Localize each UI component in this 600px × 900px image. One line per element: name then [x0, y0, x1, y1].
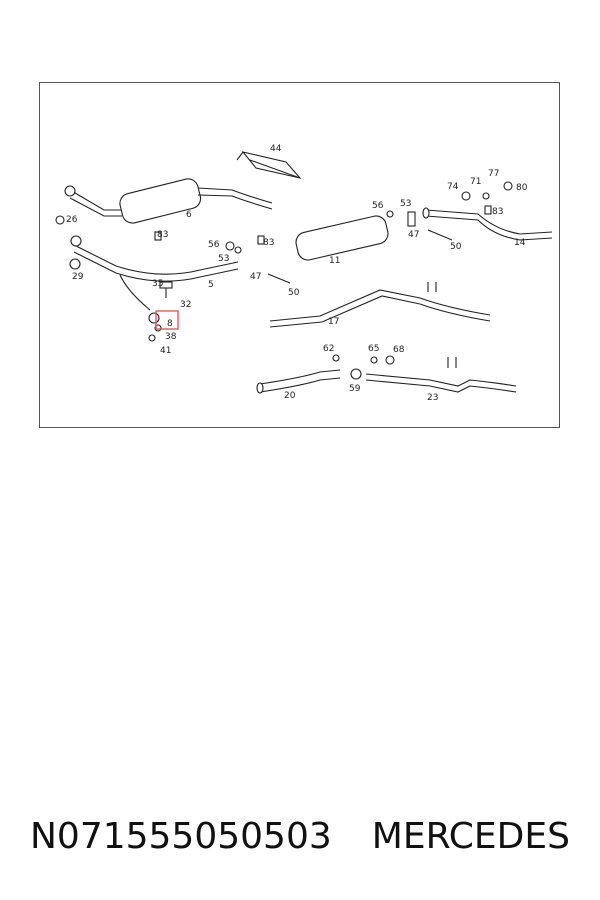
part-tail-pipe — [422, 207, 553, 241]
callout-label: 20 — [284, 391, 296, 401]
callout-label: 53 — [218, 254, 229, 264]
callout-label: 56 — [372, 201, 384, 211]
part-front-muffler — [64, 178, 273, 224]
callout-label: 59 — [349, 384, 361, 394]
part-rear-muffler — [295, 215, 389, 261]
callout-label: 56 — [208, 240, 220, 250]
callout-label: 50 — [450, 242, 462, 252]
diagram-frame — [39, 82, 560, 428]
callout-labels: 44 6 26 83 56 53 47 50 29 35 32 8 38 41 … — [66, 144, 528, 403]
callout-label: 68 — [393, 345, 405, 355]
callout-label: 11 — [329, 256, 340, 266]
callout-label: 77 — [488, 169, 499, 179]
callout-label: 26 — [66, 215, 78, 225]
part-pipe-20 — [256, 369, 341, 394]
callout-label: 83 — [263, 238, 274, 248]
callout-label: 23 — [427, 393, 438, 403]
callout-label: 74 — [447, 182, 459, 192]
part-heat-shield — [236, 151, 302, 179]
callout-label: 6 — [186, 210, 192, 220]
callout-label: 17 — [328, 317, 339, 327]
callout-label: 53 — [400, 199, 411, 209]
brand-name: MERCEDES — [371, 815, 570, 857]
callout-label: 35 — [152, 279, 163, 289]
part-number: N071555050503 — [29, 815, 332, 857]
callout-label: 38 — [165, 332, 177, 342]
callout-label: 47 — [408, 230, 419, 240]
callout-label: 5 — [208, 280, 214, 290]
part-front-pipe — [70, 235, 239, 311]
callout-label: 14 — [514, 238, 526, 248]
callout-label: 71 — [470, 177, 481, 187]
part-intermediate-pipe-17 — [269, 282, 491, 328]
callout-label: 47 — [250, 272, 261, 282]
callout-label: 65 — [368, 344, 379, 354]
callout-label: 50 — [288, 288, 300, 298]
product-caption: N071555050503 MERCEDES — [0, 806, 600, 866]
callout-label: 62 — [323, 344, 334, 354]
callout-label: 80 — [516, 183, 528, 193]
callout-label: 32 — [180, 300, 191, 310]
callout-label: 29 — [72, 272, 84, 282]
callout-label: 83 — [492, 207, 503, 217]
callout-label: 41 — [160, 346, 171, 356]
highlighted-part-box — [155, 310, 179, 330]
callout-label: 8 — [167, 319, 173, 329]
callout-label: 83 — [157, 230, 168, 240]
part-pipe-23 — [365, 357, 517, 393]
callout-label: 44 — [270, 144, 282, 154]
